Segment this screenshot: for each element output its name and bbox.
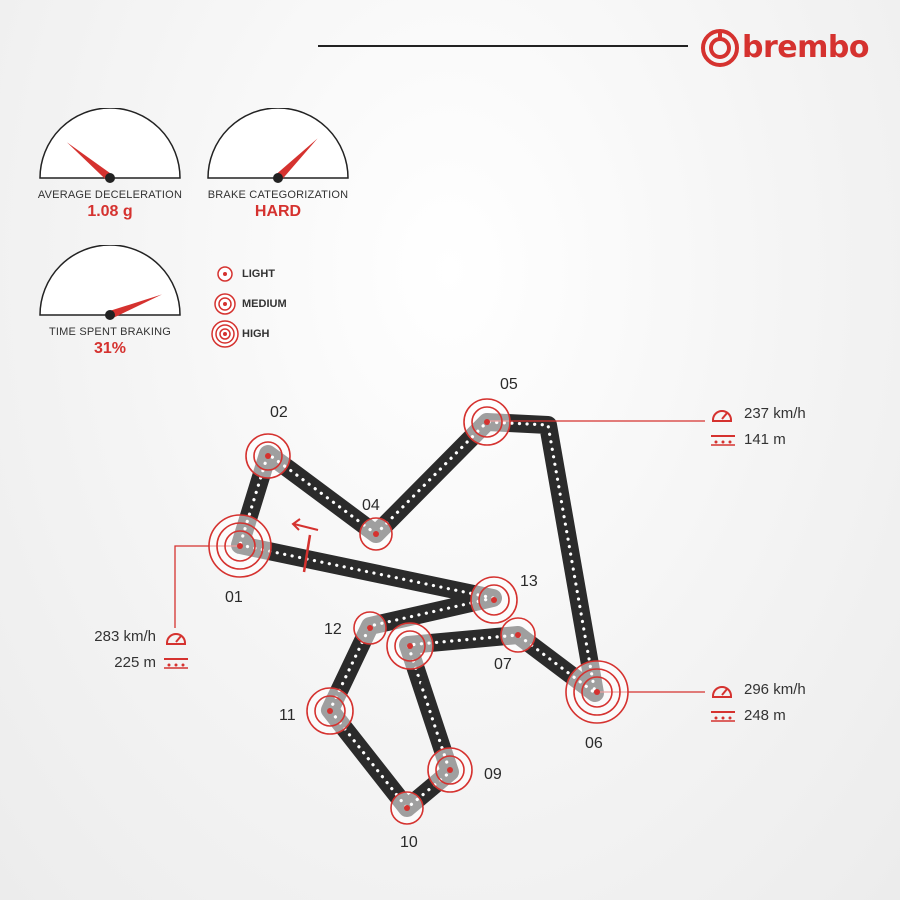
- header-rule: [318, 45, 688, 47]
- brembo-logo-icon: [701, 29, 739, 67]
- gauge-label: AVERAGE DECELERATION: [37, 189, 183, 201]
- gauge-label: TIME SPENT BRAKING: [49, 326, 171, 338]
- gauge-time-spent-braking: TIME SPENT BRAKING 31%: [35, 245, 185, 358]
- stat-distance-05: 141 m: [710, 429, 860, 451]
- corner-02: [245, 433, 291, 479]
- corner-label-05: 05: [500, 376, 518, 393]
- braking-distance-icon: [711, 711, 735, 722]
- corner-label-04: 04: [362, 497, 380, 514]
- braking-intensity-legend: LIGHT MEDIUM HIGH: [208, 260, 328, 350]
- gauge-needle: [108, 294, 163, 319]
- gauge-brake-categorization: BRAKE CATEGORIZATION HARD: [203, 108, 353, 221]
- gauge-needle: [275, 138, 318, 181]
- legend-label: MEDIUM: [242, 298, 287, 310]
- gauge-dial: [207, 108, 349, 183]
- gauge-needle: [66, 142, 113, 182]
- direction-arrow-icon: [291, 518, 319, 531]
- corner-label-06: 06: [585, 735, 603, 752]
- high-intensity-icon: [211, 320, 239, 348]
- medium-intensity-icon: [214, 293, 236, 315]
- corner-01: [208, 514, 272, 578]
- gauge-value: 1.08 g: [87, 203, 133, 220]
- stat-speed-value: 283 km/h: [94, 628, 156, 645]
- speedometer-icon: [712, 686, 732, 698]
- gauge-value: 31%: [93, 340, 127, 357]
- stat-distance-value: 248 m: [744, 707, 786, 724]
- corner-06: [565, 660, 629, 724]
- corner-label-08: 08: [411, 674, 429, 691]
- stat-distance-value: 225 m: [114, 654, 156, 671]
- corner-label-13: 13: [520, 573, 538, 590]
- legend-item-medium: MEDIUM: [208, 290, 328, 320]
- stat-speed-value: 237 km/h: [744, 405, 806, 422]
- corner-11: [306, 687, 354, 735]
- gauge-dial: [39, 108, 181, 183]
- braking-distance-icon: [711, 435, 735, 446]
- stat-speed-05: 237 km/h: [710, 403, 860, 425]
- legend-label: LIGHT: [242, 268, 275, 280]
- stat-distance-06: 248 m: [710, 705, 860, 727]
- gauge-dial: [39, 245, 181, 320]
- corner-08: [386, 622, 434, 670]
- speedometer-icon: [166, 633, 186, 645]
- corner-label-02: 02: [270, 404, 288, 421]
- speedometer-icon: [712, 410, 732, 422]
- corner-10: [390, 791, 424, 825]
- legend-item-high: HIGH: [208, 320, 328, 350]
- legend-item-light: LIGHT: [208, 260, 328, 290]
- stat-speed-value: 296 km/h: [744, 681, 806, 698]
- track-asphalt: [231, 413, 604, 817]
- corner-label-12: 12: [324, 621, 342, 638]
- braking-distance-icon: [164, 658, 188, 669]
- corner-05: [463, 398, 511, 446]
- corner-07: [500, 617, 536, 653]
- corner-label-07: 07: [494, 656, 512, 673]
- legend-label: HIGH: [242, 328, 270, 340]
- corner-12: [353, 611, 387, 645]
- brembo-logo-text: brembo: [742, 30, 869, 65]
- corner-label-10: 10: [400, 834, 418, 851]
- stat-distance-01: 225 m: [70, 652, 192, 674]
- corner-09: [427, 747, 473, 793]
- corner-04: [359, 517, 393, 551]
- gauge-average-deceleration: AVERAGE DECELERATION 1.08 g: [35, 108, 185, 221]
- corner-label-11: 11: [279, 707, 296, 724]
- stat-speed-01: 283 km/h: [70, 626, 192, 648]
- start-finish-line: [302, 534, 312, 573]
- gauge-label: BRAKE CATEGORIZATION: [207, 189, 349, 201]
- gauge-value: HARD: [254, 203, 302, 220]
- corner-label-09: 09: [484, 766, 502, 783]
- light-intensity-icon: [217, 266, 233, 282]
- stat-speed-06: 296 km/h: [710, 679, 860, 701]
- brembo-logo: brembo: [700, 28, 880, 68]
- corner-13: [470, 576, 518, 624]
- corner-label-01: 01: [225, 589, 243, 606]
- stat-distance-value: 141 m: [744, 431, 786, 448]
